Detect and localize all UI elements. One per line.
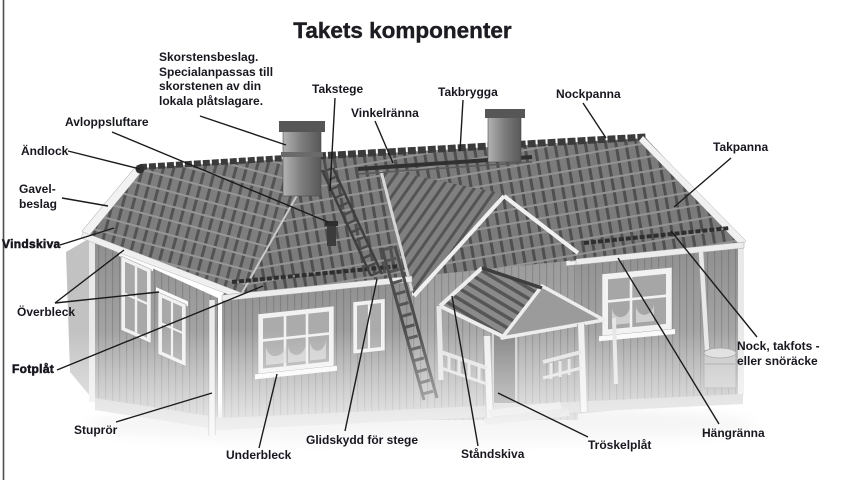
leader-skorstensbeslag	[199, 115, 287, 146]
label-takbrygga: Takbrygga	[438, 85, 498, 99]
diagram-title: Takets komponenter	[293, 18, 512, 43]
eave-gutter-left	[221, 275, 413, 302]
label-fotplat: Fotplåt	[12, 362, 55, 377]
label-vinkelranna: Vinkelränna	[351, 106, 419, 120]
snow-rail-left	[231, 264, 401, 284]
leader-nocktakfots	[670, 230, 758, 338]
leader-takbrygga	[459, 99, 464, 152]
label-overbleck: Överbleck	[17, 305, 76, 319]
label-avloppsluftare: Avloppsluftare	[65, 115, 149, 129]
right-corner-board	[738, 245, 744, 395]
leader-troskelplat	[497, 392, 589, 438]
gable-verge-right	[502, 194, 580, 255]
valley-vinkelranna	[379, 170, 414, 292]
ridge-caps-nockpanna	[317, 133, 647, 160]
chimneys	[279, 109, 525, 197]
right-chimney-cap	[485, 109, 525, 118]
leader-andlock	[67, 150, 141, 170]
label-glidskydd: Glidskydd för stege	[306, 433, 419, 447]
porch-ridge	[481, 266, 543, 290]
leader-nockpanna	[582, 102, 607, 139]
label-takpanna: Takpanna	[713, 140, 769, 154]
right-chimney	[487, 116, 522, 163]
leader-takpanna	[673, 157, 732, 208]
leader-gavelbeslag	[61, 197, 109, 207]
label-gavelbeslag: Gavel- beslag	[19, 182, 58, 211]
ground-fade	[50, 330, 800, 480]
label-standskiva: Ståndskiva	[461, 447, 525, 461]
label-hangranna: Hängränna	[702, 426, 765, 440]
label-stupror: Stuprör	[74, 423, 118, 437]
label-troskelplat: Tröskelplåt	[588, 438, 652, 452]
leader-hangranna	[617, 257, 720, 425]
label-nocktakfots: Nock, takfots - eller snöräcke	[737, 339, 820, 368]
center-gable-roof	[378, 168, 504, 294]
leader-glidskydd	[344, 278, 378, 432]
leader-underbleck	[258, 373, 278, 449]
leader-avloppsluftare	[111, 131, 329, 223]
leader-stupror	[115, 392, 213, 423]
leader-vindskiva	[59, 227, 115, 246]
label-skorstensbeslag: Skorstensbeslag. Specialanpassas till sk…	[159, 50, 274, 108]
porch-pediment	[500, 284, 606, 340]
wing-window-a	[119, 251, 153, 344]
leader-standskiva	[451, 295, 479, 447]
leader-vinkelranna	[374, 120, 394, 164]
vent-pipe-avloppsluftare	[325, 221, 338, 246]
label-andlock: Ändlock	[21, 144, 69, 158]
left-chimney	[282, 129, 322, 197]
left-chimney-flashing	[281, 152, 323, 157]
leader-overbleck-1	[54, 249, 125, 304]
label-takstege: Takstege	[312, 82, 364, 96]
left-chimney-cap	[279, 121, 325, 132]
leader-fotplat	[56, 285, 264, 371]
wing-corner-board	[89, 239, 95, 402]
label-underbleck: Underbleck	[226, 448, 292, 462]
leader-lines	[54, 97, 758, 449]
leader-overbleck-2	[54, 291, 160, 304]
leader-takstege	[329, 97, 336, 192]
porch-verge-standskiva	[438, 266, 484, 308]
label-nockpanna: Nockpanna	[556, 87, 621, 101]
gable-verge-left	[412, 194, 506, 298]
snow-rail-right	[583, 226, 731, 245]
label-vindskiva: Vindskiva	[2, 237, 61, 252]
